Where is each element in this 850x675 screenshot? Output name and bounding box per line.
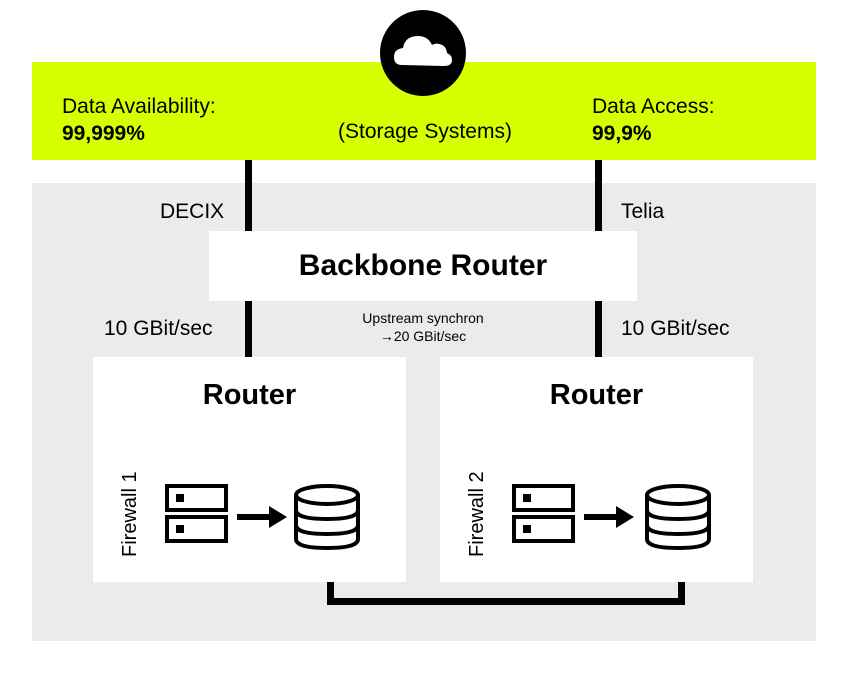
access-label: Data Access: (592, 95, 715, 118)
backbone-router: Backbone Router (209, 231, 637, 301)
router-1: Router Firewall 1 (93, 357, 406, 582)
provider-decix: DECIX (160, 200, 225, 223)
upstream-note: Upstream synchron →20 GBit/sec (340, 310, 506, 345)
upstream-line1: Upstream synchron (362, 310, 484, 326)
db-link-left (327, 560, 334, 605)
server-icon (165, 484, 228, 543)
storage-systems-label: (Storage Systems) (338, 120, 512, 143)
speed-right: 10 GBit/sec (621, 317, 730, 340)
router-2-title: Router (549, 379, 644, 411)
availability-label: Data Availability: (62, 95, 216, 118)
connector-left-router (245, 298, 252, 358)
db-link-right (678, 560, 685, 605)
router-2: Router Firewall 2 (440, 357, 753, 582)
cloud-icon (380, 10, 466, 96)
arrow-right-icon (237, 506, 287, 528)
provider-telia: Telia (621, 200, 665, 223)
connector-right-router (595, 298, 602, 358)
connector-telia (595, 160, 602, 235)
arrow-right-icon (584, 506, 634, 528)
database-icon (294, 484, 360, 551)
connector-decix (245, 160, 252, 235)
access-value: 99,9% (592, 122, 652, 145)
router-1-title: Router (202, 379, 297, 411)
firewall-1-label: Firewall 1 (119, 471, 141, 557)
server-icon (512, 484, 575, 543)
database-icon (645, 484, 711, 551)
firewall-2-label: Firewall 2 (466, 471, 488, 557)
upstream-line2: →20 GBit/sec (379, 327, 467, 344)
backbone-router-label: Backbone Router (298, 249, 548, 282)
speed-left: 10 GBit/sec (104, 317, 213, 340)
db-link-bottom (327, 598, 685, 605)
availability-value: 99,999% (62, 122, 145, 145)
